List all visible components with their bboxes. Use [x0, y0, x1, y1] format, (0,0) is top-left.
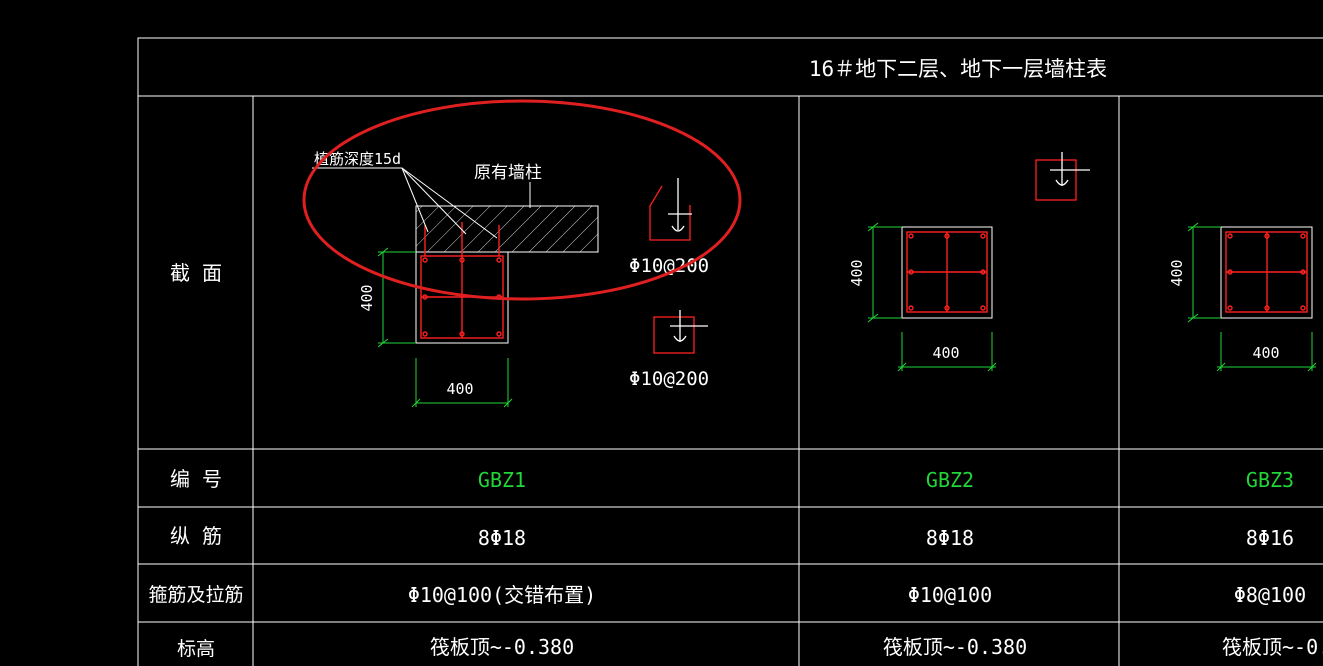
gbz2-elevation: 筏板顶~-0.380	[883, 635, 1027, 659]
gbz1-id: GBZ1	[478, 468, 526, 492]
gbz2-section-drawing: 400 400	[848, 152, 1090, 372]
gbz2-dim-vertical: 400	[848, 259, 866, 286]
hook-detail-1	[649, 178, 692, 241]
gbz3-stirrups: Φ8@100	[1234, 583, 1306, 607]
anchor-leaders	[312, 167, 531, 239]
row-label-longitudinal: 纵 筋	[170, 524, 222, 548]
gbz2-longitudinal: 8Φ18	[926, 526, 974, 550]
gbz1-longitudinal: 8Φ18	[478, 526, 526, 550]
gbz2-column-outline	[901, 226, 993, 319]
gbz2-id: GBZ2	[926, 468, 974, 492]
gbz1-dim-horizontal: 400	[446, 380, 473, 398]
gbz1-dim-vertical: 400	[358, 284, 376, 311]
gbz2-stirrups: Φ10@100	[908, 583, 992, 607]
gbz2-dim-horizontal: 400	[932, 344, 959, 362]
row-label-section: 截 面	[170, 261, 222, 285]
gbz3-column-outline	[1220, 226, 1313, 319]
gbz3-dimensions	[1187, 222, 1317, 372]
table-title: 16＃地下二层、地下一层墙柱表	[809, 57, 1107, 81]
gbz3-elevation: 筏板顶~-0.3	[1222, 635, 1323, 659]
gbz3-rebar	[1225, 231, 1308, 313]
gbz1-section-drawing: 植筋深度15d 原有墙柱 400 400 Φ10@200	[302, 99, 742, 408]
gbz3-dim-horizontal: 400	[1252, 344, 1279, 362]
gbz2-tie-detail	[1035, 152, 1090, 201]
gbz3-dim-vertical: 400	[1168, 259, 1186, 286]
existing-wall-label: 原有墙柱	[474, 163, 542, 183]
gbz3-section-drawing: 400 400	[1168, 222, 1317, 372]
gbz3-id: GBZ3	[1246, 468, 1294, 492]
gbz1-stirrups: Φ10@100(交错布置)	[408, 583, 596, 607]
gbz1-elevation: 筏板顶~-0.380	[430, 635, 574, 659]
gbz2-dimensions	[867, 222, 997, 372]
anchor-note: 植筋深度15d	[314, 150, 401, 168]
table-grid	[137, 37, 1323, 666]
callout-ellipse	[302, 99, 742, 301]
hook-detail-2	[653, 310, 708, 354]
gbz2-rebar	[906, 231, 988, 313]
row-label-elevation: 标高	[177, 638, 215, 660]
gbz3-longitudinal: 8Φ16	[1246, 526, 1294, 550]
existing-wall-hatch	[415, 205, 599, 253]
gbz1-dimensions	[377, 247, 513, 408]
detail-note-2: Φ10@200	[629, 368, 709, 390]
row-label-stirrups: 箍筋及拉筋	[148, 584, 243, 606]
row-label-number: 编 号	[170, 467, 222, 491]
detail-note-1: Φ10@200	[629, 255, 709, 277]
